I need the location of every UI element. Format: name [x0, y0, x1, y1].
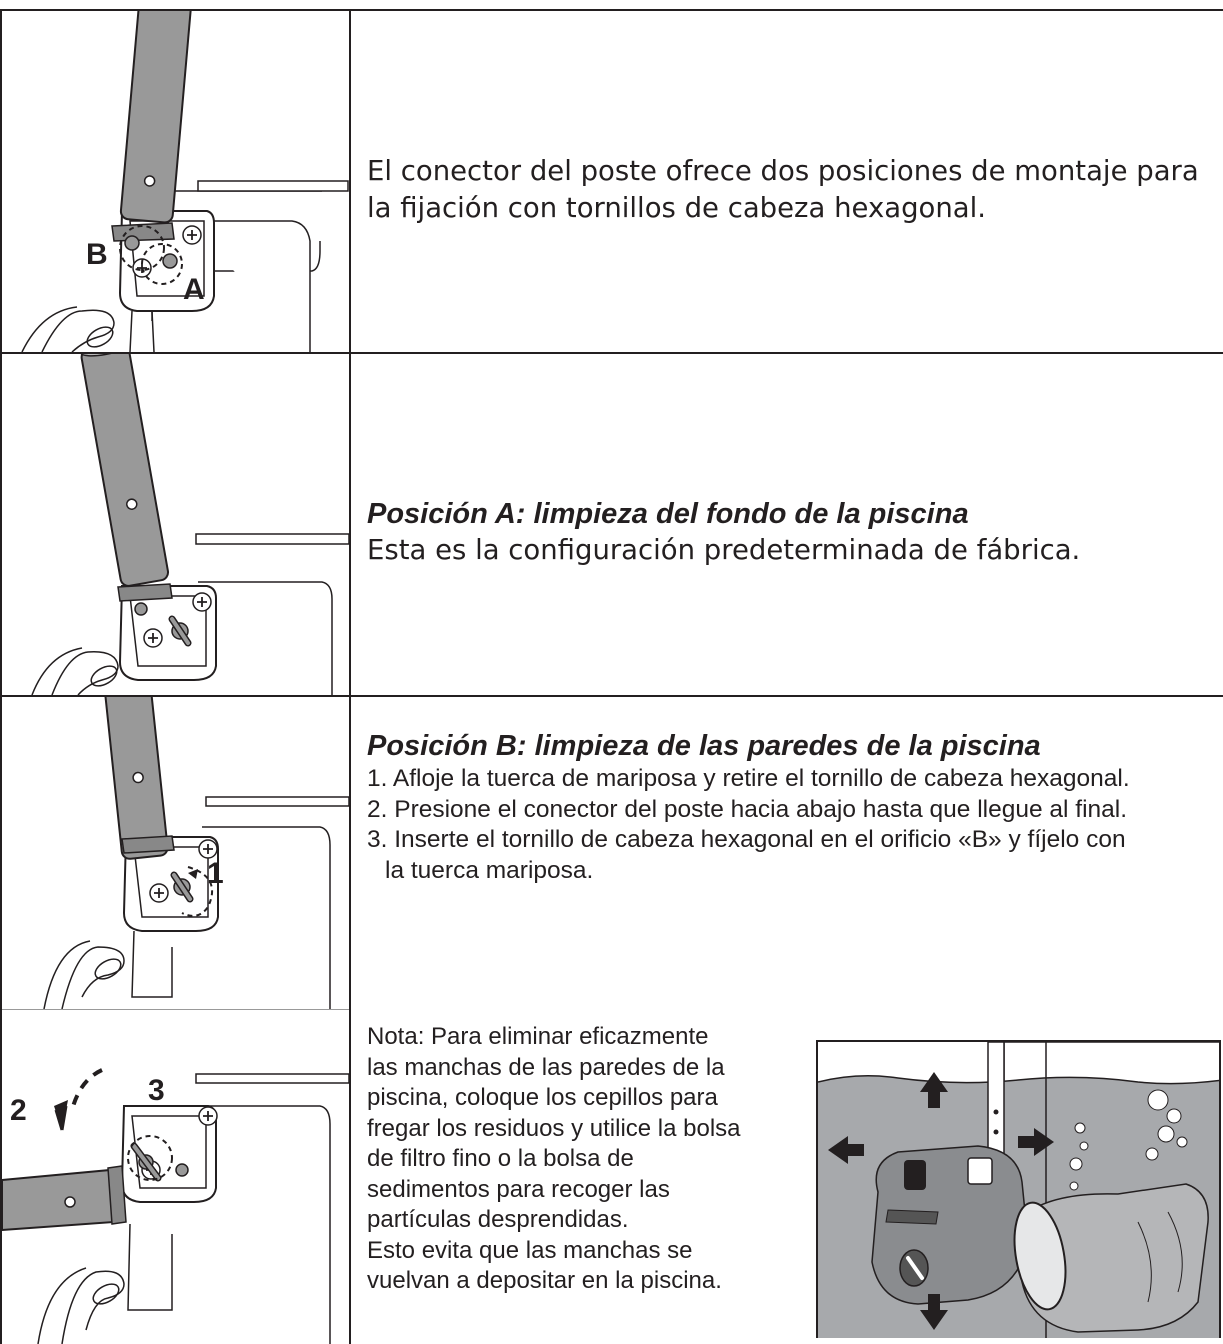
row-divider-2	[0, 695, 1223, 697]
top-border	[0, 9, 1223, 11]
note-line: las manchas de las paredes de la	[367, 1053, 725, 1081]
label-2: 2	[10, 1094, 27, 1127]
note-line: piscina, coloque los cepillos para	[367, 1084, 718, 1111]
panel3-step2: 2. Presione el conector del poste hacia …	[367, 795, 1128, 823]
note-line: de filtro fino o la bolsa de	[367, 1145, 634, 1172]
illustration-position-b-step1: 1	[2, 697, 349, 1009]
illustration-position-b-step2-3: 2 3	[2, 1010, 349, 1344]
label-3: 3	[148, 1074, 165, 1107]
note-line: vuelvan a depositar en la piscina.	[367, 1267, 722, 1294]
note-line: Esto evita que las manchas se	[367, 1236, 693, 1264]
note-text: Nota: Para eliminar eficazmente las manc…	[367, 1022, 741, 1297]
note-line: partículas desprendidas.	[367, 1206, 629, 1233]
panel2-body: Esta es la configuración predeterminada …	[367, 534, 1081, 566]
panel1-text: El conector del poste ofrece dos posicio…	[367, 153, 1199, 227]
left-border	[0, 9, 2, 1344]
column-divider	[349, 9, 351, 1344]
panel3-step1: 1. Afloje la tuerca de mariposa y retire…	[367, 765, 1130, 792]
label-1: 1	[207, 857, 224, 890]
panel1-line1: El conector del poste ofrece dos posicio…	[367, 155, 1199, 187]
illustration-position-a	[2, 354, 349, 695]
pole	[119, 11, 194, 224]
panel1-line2: la fijación con tornillos de cabeza hexa…	[367, 192, 987, 224]
pole	[101, 697, 169, 860]
label-a: A	[183, 273, 205, 306]
panel2-heading: Posición A: limpieza del fondo de la pis…	[367, 498, 969, 530]
pole	[2, 1168, 116, 1232]
label-b: B	[86, 238, 108, 271]
row-divider-1	[0, 352, 1223, 354]
panel3-step3: 3. Inserte el tornillo de cabeza hexagon…	[367, 826, 1126, 853]
illustration-connector-positions: B A	[2, 11, 349, 352]
panel3-heading: Posición B: limpieza de las paredes de l…	[367, 730, 1041, 762]
note-line: Nota: Para eliminar eficazmente	[367, 1023, 709, 1050]
panel3-step3-cont: la tuerca mariposa.	[385, 856, 594, 884]
illustration-pool-wall-cleaning	[816, 1040, 1221, 1338]
panel3-text: Posición B: limpieza de las paredes de l…	[367, 728, 1130, 886]
row-divider-thin	[0, 1009, 349, 1010]
pole	[79, 354, 170, 587]
note-line: fregar los residuos y utilice la bolsa	[367, 1114, 741, 1142]
note-line: sedimentos para recoger las	[367, 1175, 670, 1203]
panel2-text: Posición A: limpieza del fondo de la pis…	[367, 496, 1080, 569]
